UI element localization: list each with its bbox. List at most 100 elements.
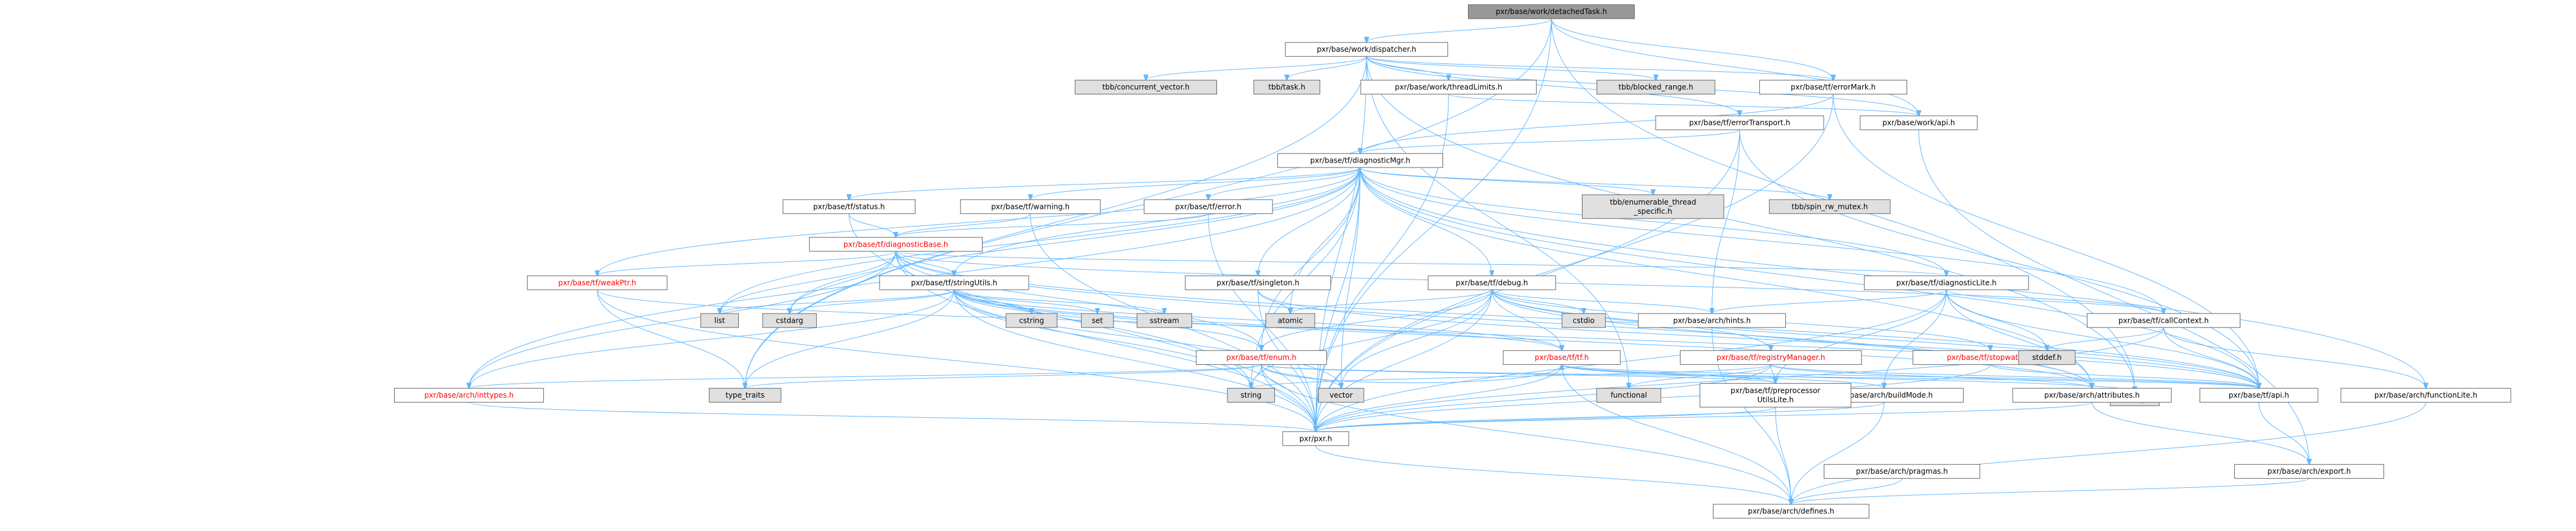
- node-box: [1713, 504, 1869, 519]
- edge-dispatcher-to-errortransport: [1366, 56, 1740, 116]
- node-label: type_traits: [725, 391, 764, 399]
- edge-stringutils-to-attributes: [953, 289, 2092, 389]
- edge-pragmas-to-defines: [1791, 478, 1902, 504]
- node-dispatcher[interactable]: pxr/base/work/dispatcher.h: [1285, 42, 1449, 57]
- node-label: pxr/base/tf/api.h: [2229, 391, 2289, 399]
- node-hints[interactable]: pxr/base/arch/hints.h: [1638, 313, 1786, 328]
- node-box: [1582, 194, 1724, 219]
- node-label: pxr/base/tf/enum.h: [1226, 353, 1296, 362]
- edge-tf-to-utility: [1561, 364, 2135, 392]
- node-tferror[interactable]: pxr/base/tf/error.h: [1143, 199, 1273, 214]
- node-callcontext[interactable]: pxr/base/tf/callContext.h: [2086, 313, 2241, 328]
- node-singleton[interactable]: pxr/base/tf/singleton.h: [1185, 275, 1332, 290]
- node-box: [809, 237, 983, 252]
- edge-tferror-to-diagbase: [896, 213, 1209, 237]
- node-defines[interactable]: pxr/base/arch/defines.h: [1713, 504, 1869, 519]
- node-label: pxr/base/tf/singleton.h: [1216, 278, 1299, 287]
- node-label: list: [715, 316, 725, 325]
- edge-enum-to-preproc: [1261, 364, 1776, 384]
- node-status[interactable]: pxr/base/tf/status.h: [782, 199, 916, 214]
- node-label: pxr/base/arch/functionLite.h: [2374, 391, 2477, 399]
- node-functionlite[interactable]: pxr/base/arch/functionLite.h: [2340, 388, 2511, 403]
- node-registrymgr[interactable]: pxr/base/tf/registryManager.h: [1679, 350, 1862, 365]
- node-root[interactable]: pxr/base/work/detachedTask.h: [1467, 4, 1635, 19]
- node-pxr[interactable]: pxr/pxr.h: [1282, 431, 1349, 446]
- node-box: [1277, 153, 1444, 168]
- node-diaglite[interactable]: pxr/base/tf/diagnosticLite.h: [1864, 275, 2029, 290]
- edge-errortransport-to-hints: [1712, 130, 1740, 314]
- edge-dispatcher-to-tbb_br: [1366, 56, 1656, 80]
- node-label: pxr/base/arch/attributes.h: [2044, 391, 2140, 399]
- edge-dispatcher-to-functional: [1366, 56, 1628, 389]
- edge-registrymgr-to-string: [1251, 364, 1771, 389]
- edge-tf-to-tfapi: [1561, 364, 2259, 389]
- edge-debug-to-tf: [1491, 289, 1562, 351]
- node-functional: functional: [1596, 388, 1662, 403]
- node-label: pxr/base/tf/debug.h: [1456, 278, 1528, 287]
- node-label: cstdarg: [776, 316, 803, 325]
- edge-attributes-to-pxr: [1316, 402, 2092, 432]
- node-inttypes[interactable]: pxr/base/arch/inttypes.h: [393, 388, 544, 403]
- edge-diagbase-to-cstdarg: [789, 251, 897, 314]
- node-archexport[interactable]: pxr/base/arch/export.h: [2234, 464, 2384, 479]
- node-label: pxr/base/tf/stringUtils.h: [911, 278, 998, 287]
- edge-diagmgr-to-pxr: [1316, 167, 1361, 432]
- node-label: stddef.h: [2032, 353, 2061, 362]
- node-stringutils[interactable]: pxr/base/tf/stringUtils.h: [879, 275, 1029, 290]
- edge-buildmode-to-defines: [1791, 402, 1885, 505]
- node-label: pxr/pxr.h: [1299, 434, 1332, 443]
- node-box: [1860, 115, 1978, 130]
- node-threadlimits[interactable]: pxr/base/work/threadLimits.h: [1360, 80, 1537, 95]
- edge-debug-to-attributes: [1491, 289, 2092, 389]
- node-label: pxr/base/tf/preprocessor: [1731, 387, 1820, 395]
- node-box: [2200, 388, 2318, 403]
- edge-diagmgr-to-debug: [1360, 167, 1492, 276]
- edge-workapi-to-archexport: [1918, 130, 2309, 465]
- edge-debug-to-string: [1251, 289, 1492, 389]
- edge-enum-to-type_traits: [745, 364, 1262, 389]
- node-enum[interactable]: pxr/base/tf/enum.h: [1196, 350, 1327, 365]
- node-box: [1285, 42, 1449, 57]
- edge-enum-to-pxr: [1261, 364, 1316, 432]
- node-diagbase[interactable]: pxr/base/tf/diagnosticBase.h: [809, 237, 983, 252]
- node-diagmgr[interactable]: pxr/base/tf/diagnosticMgr.h: [1277, 153, 1444, 168]
- edge-stringutils-to-cstdarg: [789, 289, 955, 314]
- node-label: pxr/base/tf/callContext.h: [2119, 316, 2209, 325]
- node-workapi[interactable]: pxr/base/work/api.h: [1860, 115, 1978, 130]
- node-label: tbb/concurrent_vector.h: [1103, 83, 1190, 91]
- edge-diagmgr-to-weakptr: [597, 167, 1361, 276]
- edge-diagmgr-to-cstdarg: [789, 167, 1361, 314]
- edge-debug-to-enum: [1262, 289, 1492, 351]
- edge-diagmgr-to-list: [719, 167, 1361, 314]
- node-tfapi[interactable]: pxr/base/tf/api.h: [2200, 388, 2318, 403]
- edge-diagbase-to-list: [719, 251, 897, 314]
- node-box: [527, 275, 668, 290]
- node-label: pxr/base/tf/diagnosticMgr.h: [1310, 156, 1410, 165]
- node-errormark[interactable]: pxr/base/tf/errorMark.h: [1759, 80, 1908, 95]
- node-tf[interactable]: pxr/base/tf/tf.h: [1503, 350, 1621, 365]
- node-label: cstring: [1019, 316, 1044, 325]
- node-label: pxr/base/tf/status.h: [813, 202, 885, 211]
- node-box: [879, 275, 1029, 290]
- edge-diagmgr-to-singleton: [1258, 167, 1361, 276]
- node-errortransport[interactable]: pxr/base/tf/errorTransport.h: [1655, 115, 1824, 130]
- node-pragmas[interactable]: pxr/base/arch/pragmas.h: [1824, 464, 1980, 479]
- node-label: tbb/spin_rw_mutex.h: [1791, 202, 1868, 211]
- edge-registrymgr-to-attributes: [1770, 364, 2092, 389]
- edge-root-to-workapi: [1551, 18, 1919, 116]
- edge-enum-to-inttypes: [469, 364, 1262, 389]
- node-box: [700, 313, 739, 328]
- edge-diagbase-to-enum: [895, 251, 1262, 351]
- node-weakptr[interactable]: pxr/base/tf/weakPtr.h: [527, 275, 668, 290]
- edge-debug-to-hints: [1491, 289, 1712, 314]
- node-attributes[interactable]: pxr/base/arch/attributes.h: [2012, 388, 2172, 403]
- edge-stringutils-to-cstring: [953, 289, 1031, 314]
- node-warning[interactable]: pxr/base/tf/warning.h: [960, 199, 1101, 214]
- node-box: [1699, 383, 1852, 408]
- node-box: [1137, 313, 1193, 328]
- edge-diaglite-to-preproc: [1776, 289, 1947, 384]
- edge-dispatcher-to-errormark: [1366, 56, 1833, 80]
- node-label: set: [1092, 316, 1103, 325]
- node-debug[interactable]: pxr/base/tf/debug.h: [1428, 275, 1556, 290]
